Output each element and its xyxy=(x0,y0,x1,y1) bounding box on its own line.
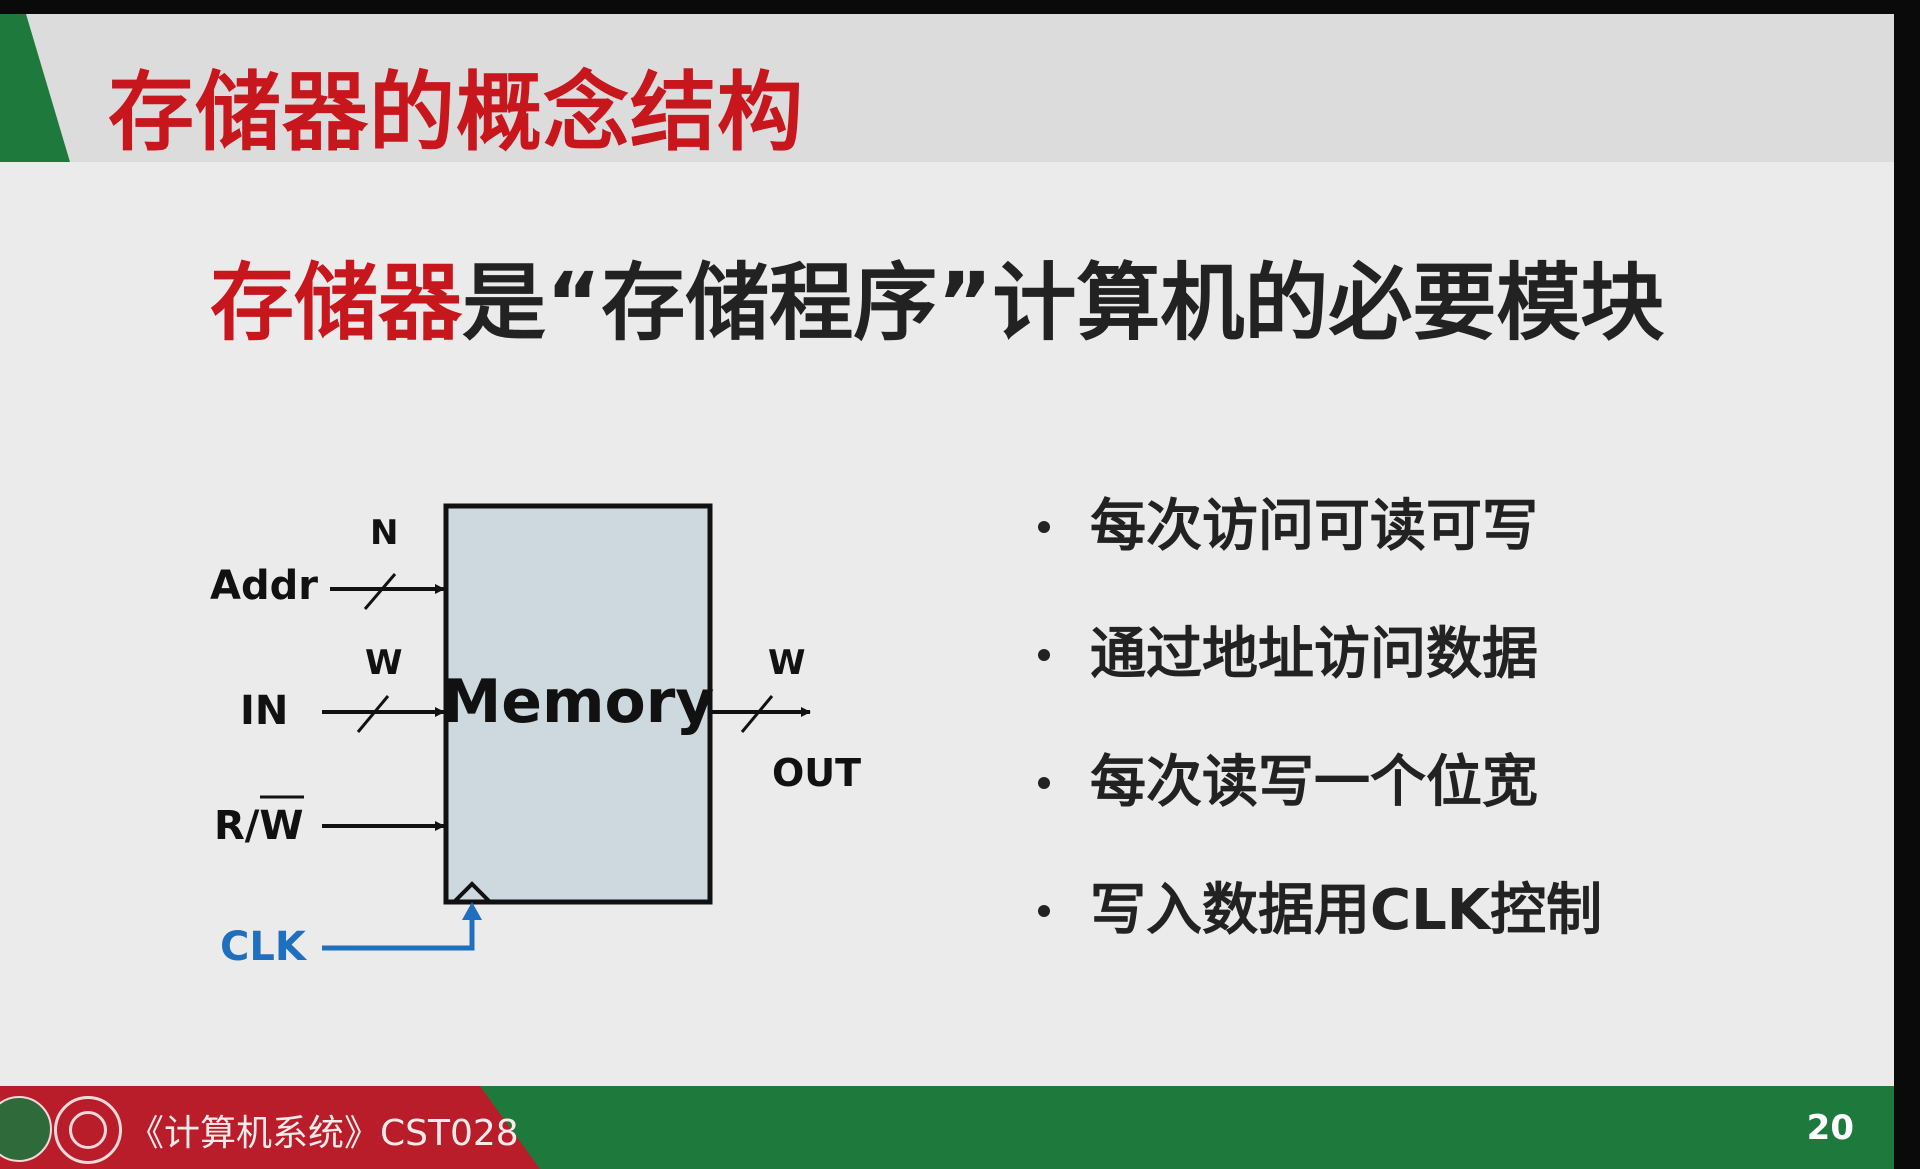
bullet-dot xyxy=(1038,777,1050,789)
bullet-text: 写入数据用CLK控制 xyxy=(1090,878,1603,943)
footer-red-band xyxy=(0,1086,540,1169)
bullet-dot xyxy=(1038,649,1050,661)
bullet-text: 每次访问可读可写 xyxy=(1090,494,1538,559)
clk-label: CLK xyxy=(220,924,308,970)
addr-label: Addr xyxy=(210,563,318,609)
slide: 存储器的概念结构 存储器是“存储程序”计算机的必要模块 Memory Addr … xyxy=(0,14,1894,1169)
headline-rest: 是“存储程序”计算机的必要模块 xyxy=(462,254,1665,352)
clk-wire xyxy=(322,914,475,951)
bullet-item: 通过地址访问数据 xyxy=(1030,620,1602,748)
bullet-text: 每次读写一个位宽 xyxy=(1090,750,1538,815)
university-seal-logo xyxy=(54,1096,122,1164)
bullet-item: 每次访问可读可写 xyxy=(1030,492,1602,620)
addr-width-label: N xyxy=(370,513,398,553)
in-width-label: W xyxy=(365,643,403,683)
in-bus-slash xyxy=(356,695,390,733)
bullet-dot xyxy=(1038,905,1050,917)
memory-diagram: Memory Addr N IN W R/W CLK W OUT xyxy=(210,503,861,970)
out-label: OUT xyxy=(772,751,861,795)
out-width-label: W xyxy=(768,643,806,683)
course-name: 《计算机系统》CST028 xyxy=(128,1113,519,1154)
bullet-dot xyxy=(1038,521,1050,533)
in-label: IN xyxy=(240,688,288,734)
bullet-item: 每次读写一个位宽 xyxy=(1030,748,1602,876)
headline: 存储器是“存储程序”计算机的必要模块 xyxy=(210,236,1664,357)
title-accent xyxy=(0,14,70,162)
page-number: 20 xyxy=(1806,1108,1854,1148)
bullet-list: 每次访问可读可写 通过地址访问数据 每次读写一个位宽 写入数据用CLK控制 xyxy=(1030,492,1602,1004)
university-logo-left xyxy=(0,1096,52,1162)
clk-arrowhead xyxy=(462,902,482,920)
clock-edge-triangle xyxy=(452,881,492,904)
bullet-text: 通过地址访问数据 xyxy=(1090,622,1538,687)
footer-bar: 《计算机系统》CST028 20 xyxy=(0,1086,1894,1169)
headline-highlight: 存储器 xyxy=(210,254,463,352)
memory-block xyxy=(443,503,713,905)
memory-label: Memory xyxy=(442,667,715,737)
addr-bus-slash xyxy=(363,573,397,610)
slide-title: 存储器的概念结构 xyxy=(108,63,804,163)
out-bus-slash xyxy=(740,695,774,733)
rw-label: R/W xyxy=(214,803,304,849)
bullet-item: 写入数据用CLK控制 xyxy=(1030,876,1602,1004)
title-bar: 存储器的概念结构 xyxy=(0,14,1894,163)
seal-inner-ring xyxy=(69,1111,107,1149)
